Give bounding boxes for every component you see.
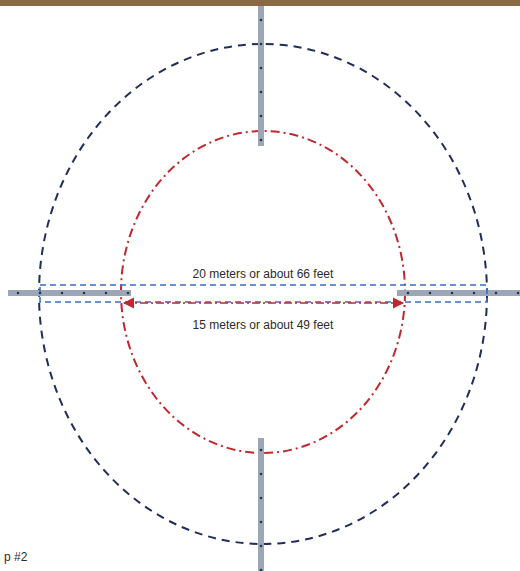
fifteen-meter-dimension (124, 302, 403, 304)
figure-label: p #2 (2, 550, 29, 564)
photo-strip (0, 0, 520, 6)
bar-mark (260, 43, 263, 46)
transect-bar (8, 290, 131, 296)
bar-mark (260, 569, 263, 571)
bar-mark (517, 292, 520, 295)
transect-bars (8, 6, 520, 571)
bar-mark (260, 449, 263, 452)
bar-mark (451, 292, 454, 295)
bar-mark (17, 292, 20, 295)
bar-mark (260, 473, 263, 476)
bar-mark (495, 292, 498, 295)
bar-mark (260, 115, 263, 118)
bar-mark (260, 67, 263, 70)
bar-mark (260, 497, 263, 500)
bar-mark (260, 545, 263, 548)
inner-plot-circle (121, 131, 405, 453)
transect-bar (258, 6, 264, 146)
transect-bar (258, 438, 264, 571)
bar-mark (260, 19, 263, 22)
bar-mark (260, 521, 263, 524)
bar-mark (83, 292, 86, 295)
bar-mark (407, 292, 410, 295)
bar-mark (429, 292, 432, 295)
bar-mark (260, 139, 263, 142)
bar-marks (17, 19, 520, 571)
bar-mark (61, 292, 64, 295)
dimension-label: 15 meters or about 49 feet (191, 318, 336, 332)
bar-mark (105, 292, 108, 295)
bar-mark (39, 292, 42, 295)
dimension-label: 20 meters or about 66 feet (191, 267, 336, 281)
twenty-meter-dimension (40, 285, 487, 302)
transect-bar (397, 290, 520, 296)
bar-mark (473, 292, 476, 295)
bar-mark (260, 91, 263, 94)
bar-mark (127, 292, 130, 295)
